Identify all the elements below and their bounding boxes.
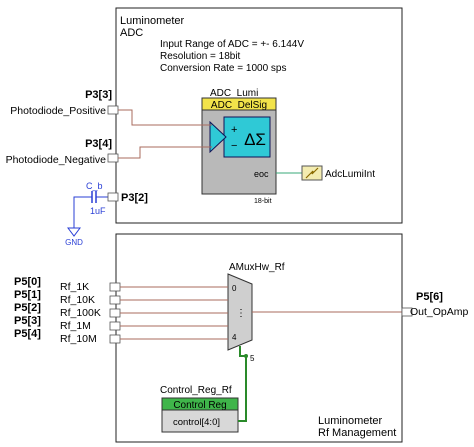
pin-name-rf-100k: Rf_100K — [60, 307, 101, 319]
adc-delta-sigma-box — [223, 116, 271, 158]
ground-icon — [67, 227, 81, 237]
rf-input-rows: P5[0] Rf_1K P5[1] Rf_10K P5[2] Rf_100K P5[3] Rf… — [14, 276, 228, 345]
pin-photodiode-negative[interactable] — [107, 153, 119, 163]
pin-name-rf-1m: Rf_1M — [60, 320, 91, 332]
mux-input-dots: ⋮ — [236, 308, 246, 319]
amux-body[interactable] — [227, 273, 253, 351]
port-label-p50: P5[0] — [14, 276, 41, 288]
pin-out-opamp[interactable] — [401, 307, 413, 317]
pin-name-rf-10k: Rf_10K — [60, 294, 95, 306]
ground-label: GND — [65, 238, 83, 247]
port-label-p5-6: P5[6] — [416, 291, 443, 303]
rf-block-title-line1: Luminometer — [318, 415, 383, 427]
bus-junction — [244, 354, 248, 358]
adc-note-resolution: Resolution = 18bit — [160, 51, 241, 62]
adc-block-frame — [115, 7, 403, 224]
port-label-p52: P5[2] — [14, 302, 41, 314]
pin-p3-2[interactable] — [107, 192, 119, 202]
pin-name-rf-10m: Rf_10M — [60, 333, 97, 345]
adc-amplifier-triangle — [209, 120, 227, 154]
interrupt-name: AdcLumiInt — [325, 169, 375, 180]
control-reg-pin-label: control[4:0] — [173, 417, 220, 428]
port-label-p51: P5[1] — [14, 289, 41, 301]
wire-photodiode-negative — [118, 146, 212, 159]
adc-block-title-line2: ADC — [120, 27, 143, 39]
pin-rf-1k[interactable] — [109, 282, 121, 292]
pin-name-rf-1k: Rf_1K — [60, 281, 89, 293]
port-label-p53: P5[3] — [14, 315, 41, 327]
pin-rf-100k[interactable] — [109, 308, 121, 318]
pin-rf-1m[interactable] — [109, 321, 121, 331]
pin-name-photodiode-positive: Photodiode_Positive — [10, 105, 106, 117]
port-label-p3-3: P3[3] — [85, 89, 112, 101]
adc-delta-sigma-symbol: ΔΣ — [244, 130, 266, 149]
pin-name-photodiode-negative: Photodiode_Negative — [6, 154, 107, 166]
adc-eoc-pin: eoc — [254, 169, 269, 179]
mux-input-0-label: 0 — [232, 284, 237, 293]
mux-select-bus-width: 5 — [250, 354, 255, 363]
control-reg-instance-name[interactable]: Control_Reg_Rf — [160, 385, 232, 396]
wire-photodiode-positive — [118, 109, 212, 126]
adc-note-range: Input Range of ADC = +- 6.144V — [160, 39, 304, 50]
port-label-p3-2: P3[2] — [121, 192, 148, 204]
adc-bits-label: 18-bit — [254, 198, 272, 205]
mux-instance-name[interactable]: AMuxHw_Rf — [229, 262, 285, 273]
pin-photodiode-positive[interactable] — [107, 105, 119, 115]
port-label-p3-4: P3[4] — [85, 138, 112, 150]
adc-block-title-line1: Luminometer — [120, 15, 185, 27]
mux-input-4-label: 4 — [232, 333, 237, 342]
adc-minus-sign: − — [231, 140, 237, 152]
port-label-p54: P5[4] — [14, 328, 41, 340]
capacitor-wire-left — [73, 196, 92, 228]
adc-note-rate: Conversion Rate = 1000 sps — [160, 63, 286, 74]
pin-name-out-opamp: Out_OpAmp — [410, 306, 469, 318]
pin-rf-10m[interactable] — [109, 334, 121, 344]
pin-rf-10k[interactable] — [109, 295, 121, 305]
rf-block-title-line2: Rf Management — [318, 427, 396, 439]
adc-instance-name[interactable]: ADC_Lumi — [210, 88, 258, 99]
adc-plus-sign: + — [231, 124, 237, 136]
adc-type-label: ADC_DelSig — [211, 100, 267, 111]
capacitor-name: C_b — [86, 181, 103, 191]
control-reg-type-label: Control Reg — [173, 400, 226, 411]
capacitor-value: 1uF — [90, 206, 106, 216]
lightning-icon — [305, 167, 319, 179]
